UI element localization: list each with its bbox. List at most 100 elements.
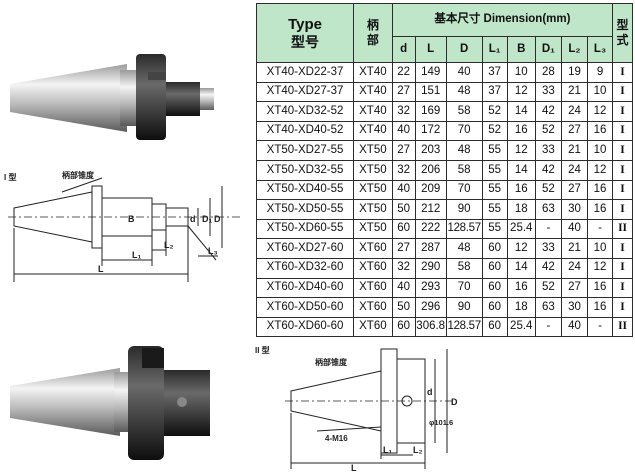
cell-b: 12 <box>506 238 536 259</box>
cell-type: XT50-XD40-55 <box>255 179 355 201</box>
cell-d: 48 <box>445 238 483 259</box>
cell-l3: 12 <box>587 101 614 122</box>
cell-l1: 52 <box>481 120 508 142</box>
cell-type: XT60-XD60-60 <box>255 316 355 338</box>
cell-l3: 12 <box>587 257 614 279</box>
cell-l: 206 <box>414 159 447 181</box>
header-type-en: Type <box>288 16 322 33</box>
col-l2: L₂ <box>560 36 589 63</box>
cell-type: XT60-XD32-60 <box>255 257 355 279</box>
cell-d: 50 <box>391 199 416 220</box>
cell-type: XT60-XD50-60 <box>255 297 355 318</box>
cell-l3: 9 <box>587 62 614 83</box>
col-d1: D₁ <box>534 36 562 63</box>
cell-l: 222 <box>414 218 447 240</box>
cell-form: I <box>612 277 633 299</box>
cell-form: II <box>612 218 633 240</box>
cell-shank: XT50 <box>353 218 393 240</box>
cell-d1: 52 <box>534 120 562 142</box>
cell-shank: XT40 <box>353 120 393 142</box>
type-i-dim-b: B <box>128 214 135 224</box>
cell-d: 50 <box>391 297 416 318</box>
cell-d1: - <box>534 218 562 240</box>
cell-d: 90 <box>445 297 483 318</box>
type-i-dim-l: L <box>98 264 104 274</box>
cell-l1: 60 <box>481 257 508 279</box>
spec-table: Type 型号 柄 部 基本尺寸 Dimension(mm) 型 式 d L D… <box>255 3 633 338</box>
header-form-1: 型 <box>616 18 629 32</box>
cell-d1: 52 <box>534 179 562 201</box>
cell-form: I <box>612 238 633 259</box>
cell-d: 128.57 <box>445 218 483 240</box>
cell-d: 128.57 <box>445 316 483 338</box>
cell-type: XT40-XD32-52 <box>255 101 355 122</box>
cell-type: XT40-XD27-37 <box>255 81 355 103</box>
cell-shank: XT60 <box>353 257 393 279</box>
cell-b: 18 <box>506 297 536 318</box>
cell-b: 25.4 <box>506 218 536 240</box>
cell-d1: - <box>534 316 562 338</box>
cell-shank: XT50 <box>353 179 393 201</box>
type-ii-drawing: II 型 柄部锥度 L L₁ L₂ d D φ101.6 4-M16 <box>255 345 458 473</box>
col-l1: L₁ <box>481 36 508 63</box>
cell-shank: XT50 <box>353 159 393 181</box>
cell-d1: 33 <box>534 238 562 259</box>
cell-l3: 10 <box>587 140 614 161</box>
cell-form: I <box>612 199 633 220</box>
cell-b: 14 <box>506 257 536 279</box>
cell-l: 296 <box>414 297 447 318</box>
cell-l1: 55 <box>481 199 508 220</box>
cell-form: I <box>612 257 633 279</box>
cell-d1: 63 <box>534 199 562 220</box>
cell-l3: 16 <box>587 179 614 201</box>
cell-d: 60 <box>391 218 416 240</box>
header-shank-1: 柄 <box>366 18 379 32</box>
cell-d: 40 <box>445 62 483 83</box>
cell-form: I <box>612 62 633 83</box>
cell-l1: 60 <box>481 238 508 259</box>
cell-d: 40 <box>391 120 416 142</box>
cell-d: 32 <box>391 257 416 279</box>
header-shank-2: 部 <box>366 33 379 47</box>
type-i-dim-d1: D₁ <box>202 214 212 224</box>
cell-d1: 33 <box>534 140 562 161</box>
cell-l3: 10 <box>587 238 614 259</box>
cell-l1: 55 <box>481 179 508 201</box>
cell-b: 16 <box>506 120 536 142</box>
cell-l3: 16 <box>587 277 614 299</box>
cell-type: XT50-XD60-55 <box>255 218 355 240</box>
cell-l: 212 <box>414 199 447 220</box>
cell-d: 48 <box>445 81 483 103</box>
cell-l2: 21 <box>560 238 589 259</box>
type-ii-dim-l2: L₂ <box>413 445 423 455</box>
cell-shank: XT40 <box>353 101 393 122</box>
type-ii-bolts: 4-M16 <box>325 434 348 443</box>
cell-l: 151 <box>414 81 447 103</box>
cell-form: I <box>612 81 633 103</box>
cell-d: 58 <box>445 101 483 122</box>
cell-d: 58 <box>445 159 483 181</box>
cell-l3: - <box>587 316 614 338</box>
type-i-dim-l1: L₁ <box>132 250 141 260</box>
cell-d: 27 <box>391 81 416 103</box>
header-dimension: 基本尺寸 Dimension(mm) <box>391 3 614 37</box>
col-d: d <box>391 36 416 63</box>
cell-l1: 37 <box>481 62 508 83</box>
cell-l: 169 <box>414 101 447 122</box>
cell-form: II <box>612 316 633 338</box>
type-ii-dim-l: L <box>351 463 357 473</box>
cell-l3: 16 <box>587 120 614 142</box>
cell-d: 40 <box>391 277 416 299</box>
col-big-d: D <box>445 36 483 63</box>
cell-type: XT60-XD40-60 <box>255 277 355 299</box>
cell-l: 293 <box>414 277 447 299</box>
cell-l2: 27 <box>560 277 589 299</box>
type-i-dim-l2: L₂ <box>164 240 174 250</box>
